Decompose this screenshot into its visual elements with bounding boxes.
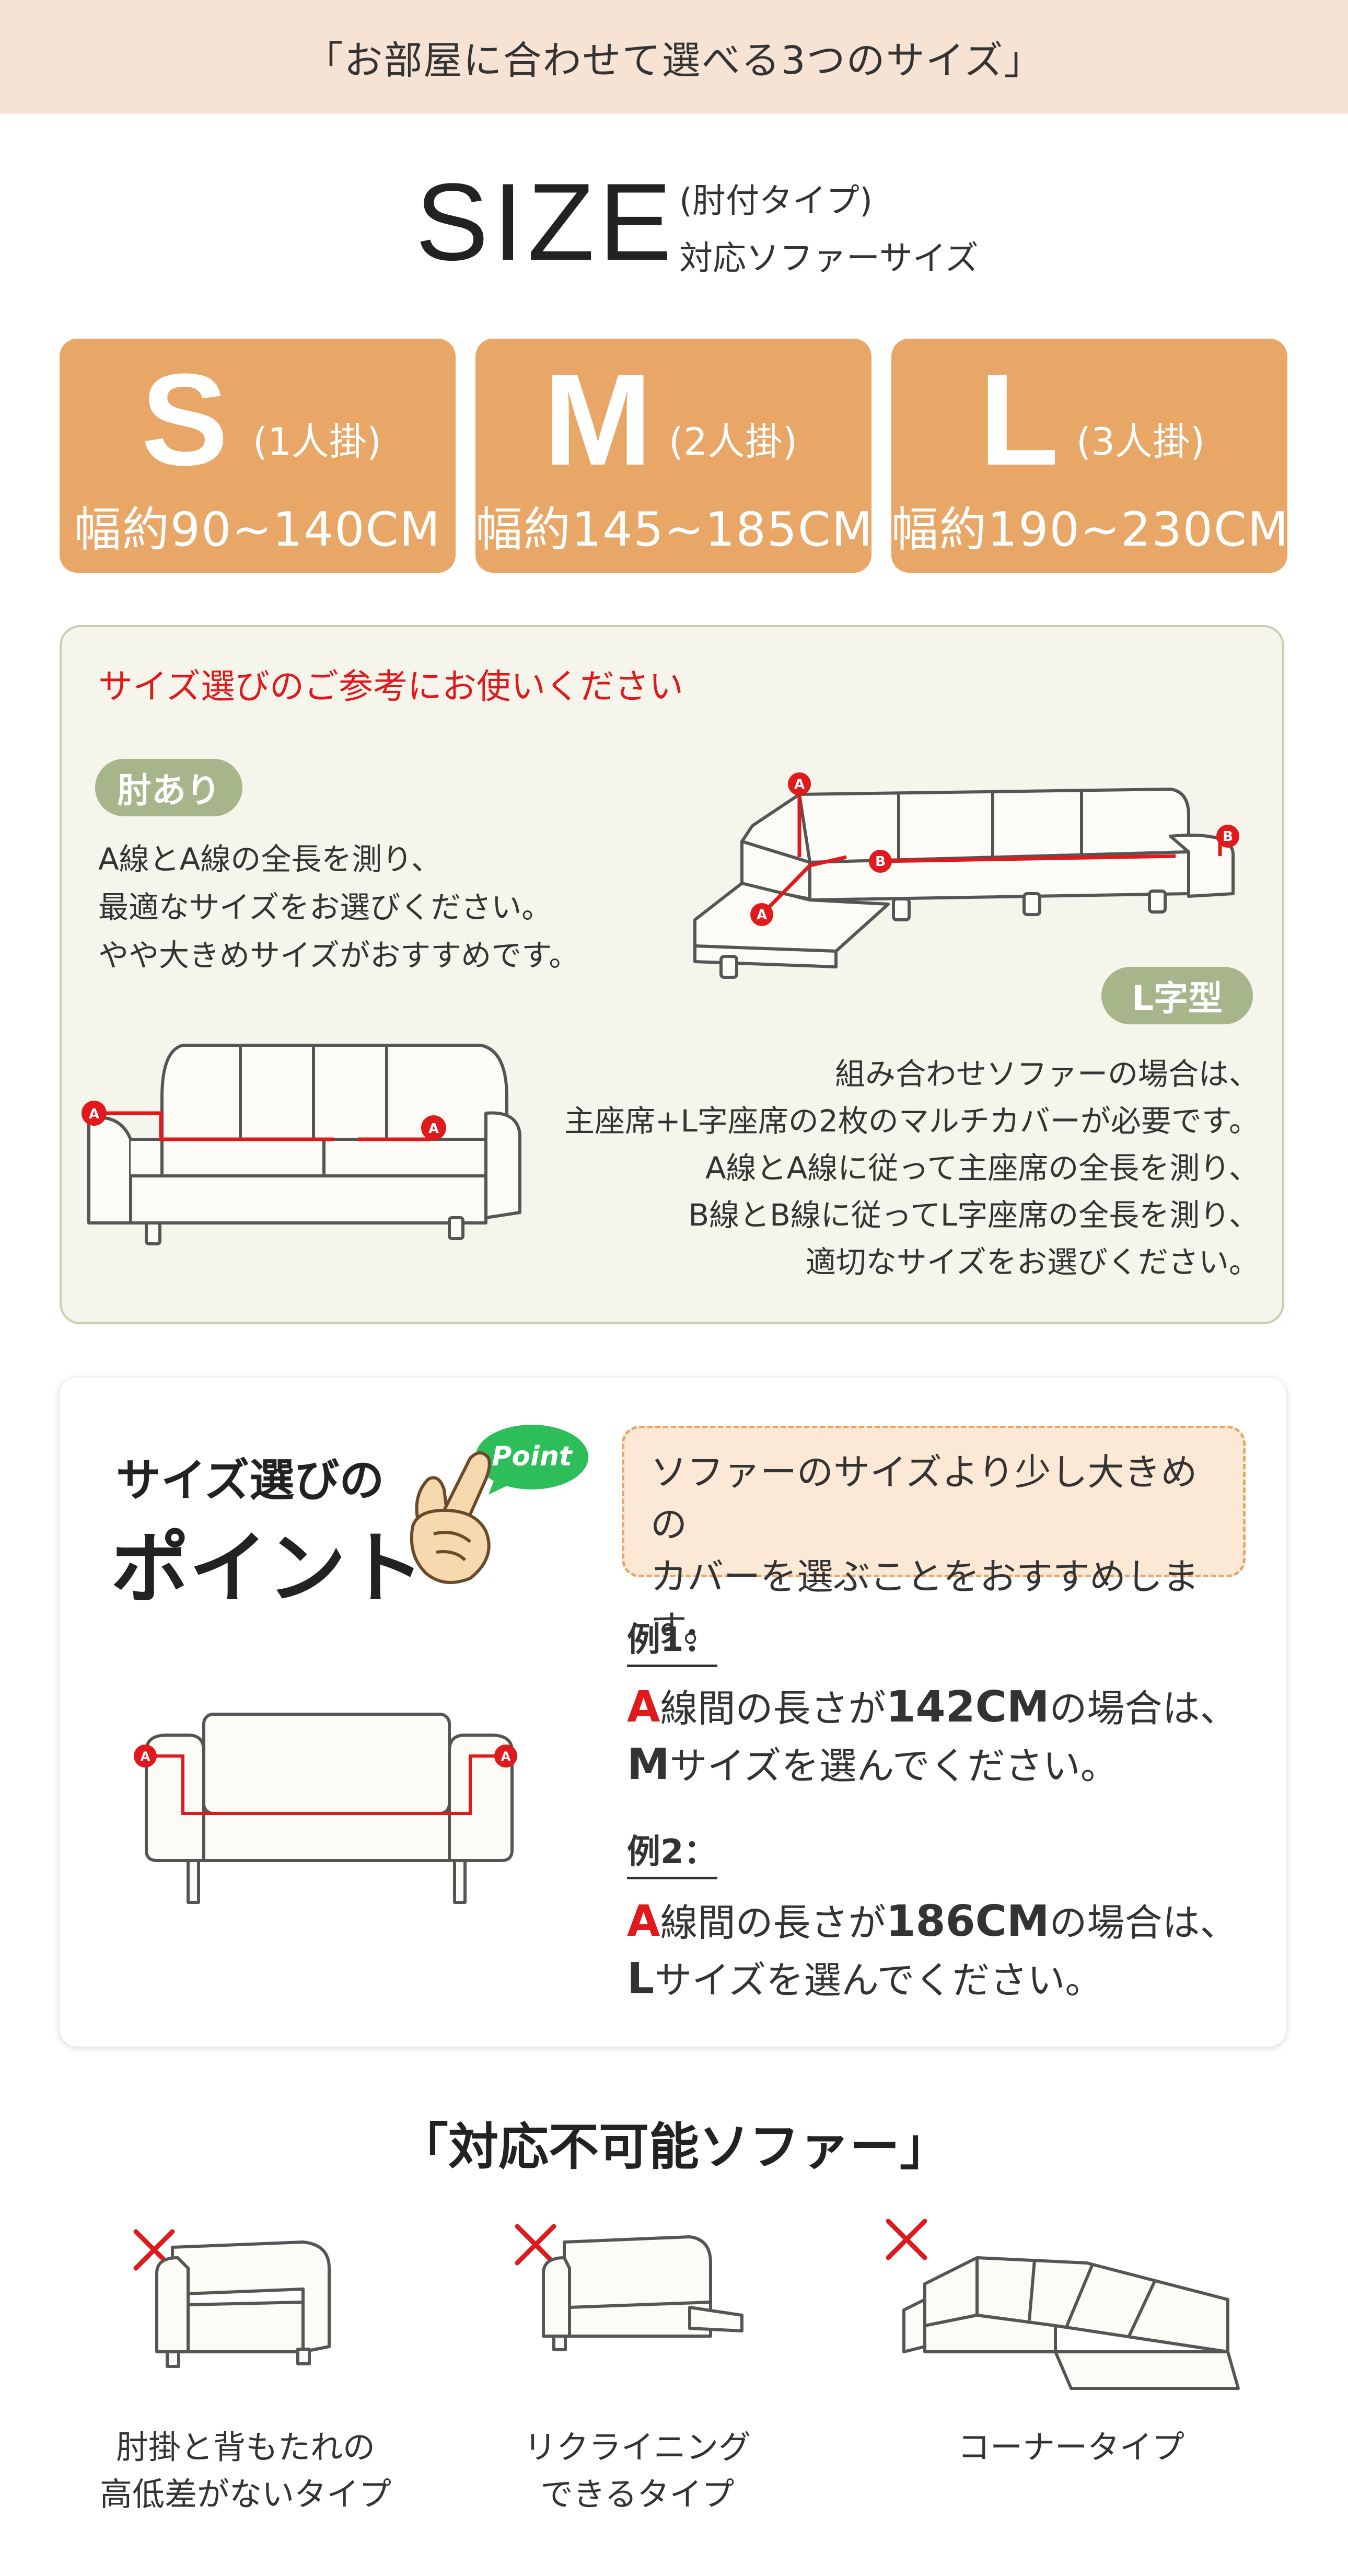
size-width: 幅約90~140CM bbox=[74, 502, 441, 557]
corner-sofa-illustration bbox=[886, 2219, 1240, 2390]
example-1-label-wrap: 例1： bbox=[627, 1613, 717, 1667]
example-text: 線間の長さが bbox=[660, 1901, 886, 1945]
incompatible-label-line: 高低差がないタイプ bbox=[99, 2475, 391, 2513]
recommend-line: ソファーのサイズより少し大きめの bbox=[650, 1451, 1198, 1546]
no-armrest-sofa-illustration bbox=[133, 2229, 331, 2368]
example-label: 例2： bbox=[627, 1833, 717, 1879]
incompatible-label-2: リクライニング できるタイプ bbox=[470, 2424, 805, 2518]
recliner-sofa-illustration bbox=[515, 2224, 743, 2351]
arm-label-pill: 肘あり bbox=[95, 759, 242, 816]
l-line: 適切なサイズをお選びください。 bbox=[805, 1244, 1259, 1280]
cross-icon bbox=[886, 2219, 927, 2260]
example-2-line2: Lサイズを選んでください。 bbox=[627, 1949, 1103, 2004]
l-sofa-illustration: A A B B bbox=[693, 772, 1239, 979]
incompatible-label-1: 肘掛と背もたれの 高低差がないタイプ bbox=[78, 2424, 413, 2518]
point-title-line1: サイズ選びの bbox=[116, 1454, 385, 1507]
size-subtitle: (肘付タイプ) 対応ソファーサイズ bbox=[679, 172, 979, 287]
incompatible-label-line: 肘掛と背もたれの bbox=[115, 2428, 375, 2466]
example-size: L bbox=[627, 1954, 655, 2004]
arm-line: A線とA線の全長を測り、 bbox=[98, 841, 442, 877]
example-1-line2: Mサイズを選んでください。 bbox=[627, 1735, 1118, 1790]
banner-text: 「お部屋に合わせて選べる3つのサイズ」 bbox=[304, 38, 1044, 83]
recommend-line: カバーを選ぶことをおすすめします。 bbox=[650, 1555, 1199, 1650]
size-sub-type: (肘付タイプ) bbox=[679, 182, 873, 221]
point-badge-text: Point bbox=[492, 1441, 573, 1472]
size-width: 幅約190~230CM bbox=[891, 502, 1289, 557]
line-a-mark: A bbox=[627, 1682, 660, 1732]
size-sub-desc: 対応ソファーサイズ bbox=[679, 239, 979, 278]
guide-heading: サイズ選びのご参考にお使いください bbox=[98, 666, 684, 707]
example-length: 186CM bbox=[886, 1897, 1050, 1946]
incompatible-label-line: コーナータイプ bbox=[957, 2428, 1184, 2466]
example-1-line1: A線間の長さが142CMの場合は、 bbox=[627, 1678, 1237, 1732]
example-size: M bbox=[627, 1740, 670, 1789]
l-line: 主座席+L字座席の2枚のマルチカバーが必要です。 bbox=[564, 1103, 1259, 1139]
size-title: SIZE bbox=[415, 160, 676, 283]
example-text: 線間の長さが bbox=[660, 1686, 886, 1730]
size-letter: M bbox=[543, 346, 653, 492]
example-sofa-illustration: A A bbox=[134, 1713, 517, 1904]
arm-line: 最適なサイズをお選びください。 bbox=[98, 890, 552, 925]
cross-icon bbox=[515, 2224, 556, 2266]
l-line: B線とB線に従ってL字座席の全長を測り、 bbox=[688, 1197, 1259, 1233]
incompatible-label-line: リクライニング bbox=[524, 2428, 751, 2466]
marker-b: B bbox=[875, 854, 886, 870]
point-title-line2: ポイント bbox=[111, 1523, 425, 1614]
marker-b: B bbox=[1223, 829, 1233, 845]
line-a-mark: A bbox=[627, 1897, 660, 1946]
size-people: (2人掛) bbox=[669, 420, 797, 464]
marker-a: A bbox=[757, 907, 767, 923]
incompatible-label-line: できるタイプ bbox=[540, 2475, 735, 2513]
example-text: の場合は、 bbox=[1049, 1901, 1238, 1945]
l-line: A線とA線に従って主座席の全長を測り、 bbox=[705, 1150, 1259, 1186]
marker-a: A bbox=[428, 1121, 439, 1137]
l-line: 組み合わせソファーの場合は、 bbox=[834, 1056, 1259, 1092]
arm-sofa-illustration: A A bbox=[82, 1044, 521, 1245]
size-people: (1人掛) bbox=[253, 420, 381, 464]
marker-a: A bbox=[141, 1749, 150, 1764]
l-shape-instructions: 組み合わせソファーの場合は、 主座席+L字座席の2枚のマルチカバーが必要です。 … bbox=[564, 1050, 1259, 1286]
marker-a: A bbox=[794, 777, 805, 792]
example-label: 例1： bbox=[627, 1621, 717, 1667]
size-card-s: S (1人掛) 幅約90~140CM bbox=[60, 339, 456, 573]
example-text: サイズを選んでください。 bbox=[669, 1744, 1118, 1788]
marker-a: A bbox=[501, 1749, 511, 1764]
top-banner: 「お部屋に合わせて選べる3つのサイズ」 bbox=[0, 0, 1348, 114]
marker-a: A bbox=[89, 1106, 99, 1122]
size-people: (3人掛) bbox=[1076, 420, 1205, 464]
example-2-line1: A線間の長さが186CMの場合は、 bbox=[627, 1892, 1237, 1947]
arm-instructions: A線とA線の全長を測り、 最適なサイズをお選びください。 やや大きめサイズがおす… bbox=[98, 835, 579, 979]
size-width: 幅約145~185CM bbox=[475, 502, 874, 557]
l-shape-label-pill: L字型 bbox=[1101, 967, 1253, 1024]
size-card-l: L (3人掛) 幅約190~230CM bbox=[891, 339, 1289, 573]
arm-line: やや大きめサイズがおすすめです。 bbox=[98, 938, 579, 973]
size-card-m: M (2人掛) 幅約145~185CM bbox=[475, 339, 874, 573]
example-text: の場合は、 bbox=[1049, 1686, 1238, 1730]
incompatible-title: 「対応不可能ソファー」 bbox=[398, 2118, 950, 2176]
example-length: 142CM bbox=[886, 1682, 1050, 1732]
example-2-label-wrap: 例2： bbox=[627, 1825, 717, 1879]
pointing-hand-icon: Point bbox=[410, 1425, 588, 1584]
size-letter: S bbox=[141, 346, 228, 492]
incompatible-label-3: コーナータイプ bbox=[904, 2424, 1238, 2471]
recommendation-box: ソファーのサイズより少し大きめの カバーを選ぶことをおすすめします。 bbox=[622, 1426, 1246, 1650]
size-letter: L bbox=[979, 346, 1059, 492]
example-text: サイズを選んでください。 bbox=[654, 1958, 1103, 2002]
